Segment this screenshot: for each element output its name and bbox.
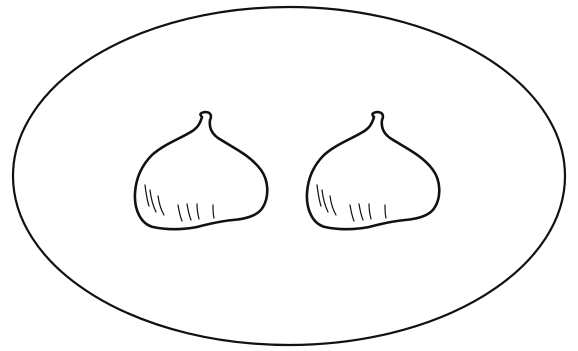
fig-outline <box>135 112 267 229</box>
fig-icon <box>135 112 267 229</box>
oval-plate <box>13 7 565 345</box>
fig-shading <box>317 185 386 221</box>
fig-shading <box>145 185 214 221</box>
fig-outline <box>307 112 439 229</box>
fig-icon <box>307 112 439 229</box>
